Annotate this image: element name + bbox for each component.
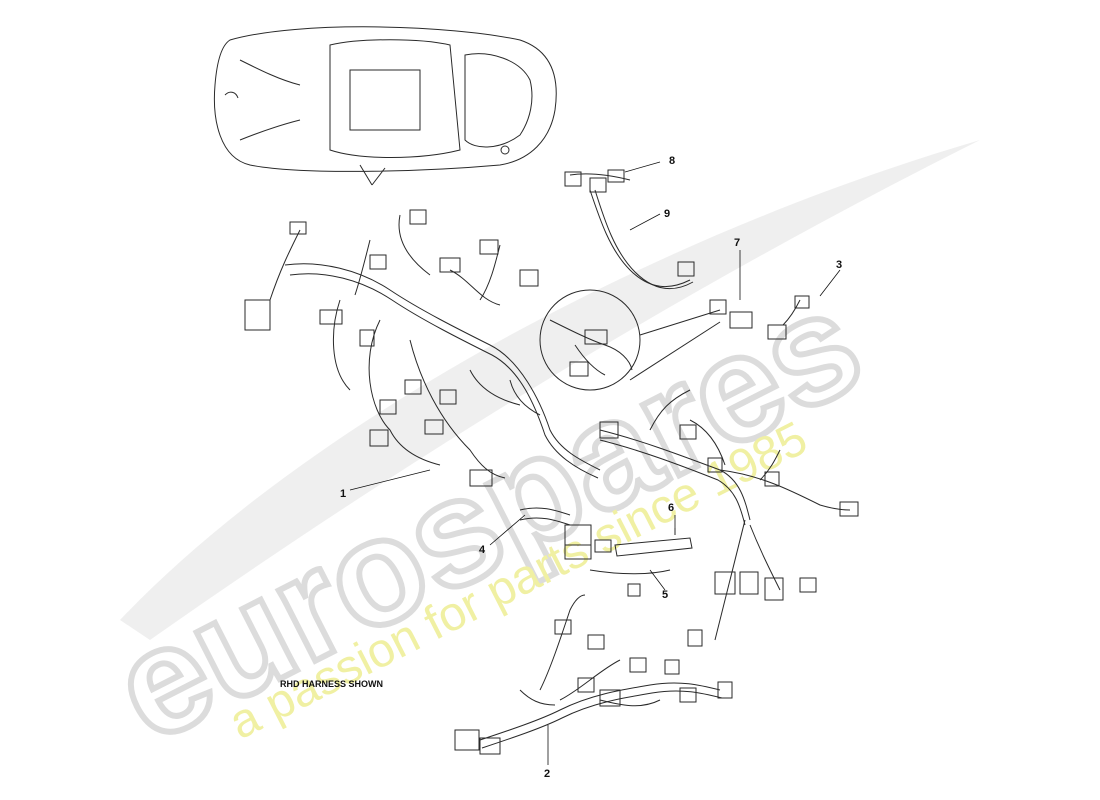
parts-4-5-6 — [519, 507, 693, 597]
callout-9: 9 — [664, 208, 670, 220]
detail-inset — [539, 289, 721, 391]
callout-7: 7 — [734, 237, 740, 249]
leader-lines — [349, 161, 841, 765]
callouts: 1 2 3 4 5 6 7 8 9 — [340, 155, 842, 780]
harness-1 — [244, 209, 601, 487]
callout-3: 3 — [836, 259, 842, 271]
callout-4: 4 — [479, 544, 486, 556]
callout-5: 5 — [662, 589, 668, 601]
harness-2 — [454, 594, 733, 755]
watermark: eurospares a passion for parts since 198… — [85, 140, 980, 777]
callout-6: 6 — [668, 502, 674, 514]
car-top-view — [213, 26, 557, 186]
watermark-brand: eurospares — [88, 257, 885, 774]
callout-1: 1 — [340, 488, 346, 500]
parts-3-7-8-9 — [564, 169, 810, 340]
harness-right — [599, 389, 859, 647]
callout-8: 8 — [669, 155, 675, 167]
callout-2: 2 — [544, 768, 550, 780]
watermark-swoosh — [120, 140, 980, 640]
harness-note: RHD HARNESS SHOWN — [280, 679, 383, 689]
